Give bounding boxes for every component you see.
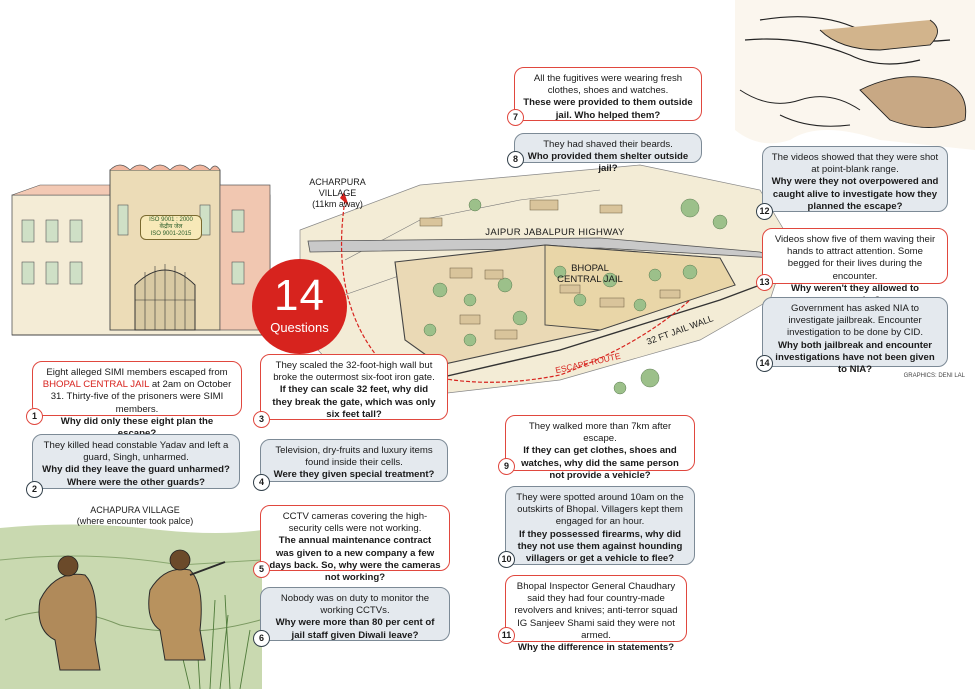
badge-number: 14 xyxy=(274,271,325,320)
question-number-5: 5 xyxy=(253,561,270,578)
graphics-credit: GRAPHICS: DENI LAL xyxy=(903,373,965,379)
question-8-question: Who provided them shelter outside jail? xyxy=(527,151,689,175)
question-card-5: CCTV cameras covering the high-security … xyxy=(260,505,450,583)
map-label-jail-line-1: BHOPAL xyxy=(571,263,609,274)
question-card-7: All the fugitives were wearing fresh clo… xyxy=(514,67,702,121)
question-4-text: Television, dry-fruits and luxury items … xyxy=(275,445,433,469)
question-number-12: 12 xyxy=(756,203,773,220)
question-card-10: They were spotted around 10am on the out… xyxy=(505,486,695,565)
question-card-2: They killed head constable Yadav and lef… xyxy=(32,434,240,489)
question-9-question: If they can get clothes, shoes and watch… xyxy=(521,445,679,481)
gate-sign-line-2: केंद्रीय जेल xyxy=(159,224,183,230)
question-11-text: Bhopal Inspector General Chaudhary said … xyxy=(514,581,678,641)
question-6-text: Nobody was on duty to monitor the workin… xyxy=(280,593,430,617)
question-number-13: 13 xyxy=(756,274,773,291)
question-card-1: Eight alleged SIMI members escaped from … xyxy=(32,361,242,439)
gate-sign-line-1: ISO 9001 : 2000 xyxy=(149,217,193,223)
question-14-text: Government has asked NIA to investigate … xyxy=(787,303,923,339)
question-10-question: If they possessed firearms, why did they… xyxy=(517,528,683,565)
question-5-text: CCTV cameras covering the high-security … xyxy=(282,511,428,535)
question-card-6: Nobody was on duty to monitor the workin… xyxy=(260,587,450,641)
question-1-text-b: at 2am on October 31. Thirty-five of the… xyxy=(50,379,232,415)
question-11-question: Why the difference in statements? xyxy=(517,642,675,654)
map-label-encounter-village: ACHAPURA VILLAGE (where encounter took p… xyxy=(65,505,205,527)
questions-badge: 14 Questions xyxy=(252,259,347,354)
question-number-3: 3 xyxy=(253,411,270,428)
question-3-question: If they can scale 32 feet, why did they … xyxy=(272,384,436,420)
encounter-field-illustration xyxy=(0,524,263,689)
question-number-2: 2 xyxy=(26,481,43,498)
question-13-text: Videos show five of them waving their ha… xyxy=(774,234,936,282)
question-7-question: These were provided to them outside jail… xyxy=(523,97,693,121)
question-card-13: Videos show five of them waving their ha… xyxy=(762,228,948,306)
question-number-8: 8 xyxy=(507,151,524,168)
question-12-question: Why were they not overpowered and caught… xyxy=(771,176,939,212)
question-7-text: All the fugitives were wearing fresh clo… xyxy=(533,73,683,97)
map-label-jail: BHOPAL CENTRAL JAIL xyxy=(550,263,630,285)
question-number-1: 1 xyxy=(26,408,43,425)
question-card-4: Television, dry-fruits and luxury items … xyxy=(260,439,448,482)
map-label-encounter-village-name: ACHAPURA VILLAGE xyxy=(90,505,180,515)
question-card-12: The videos showed that they were shot at… xyxy=(762,146,948,212)
question-number-10: 10 xyxy=(498,551,515,568)
jail-gate-sign: ISO 9001 : 2000 केंद्रीय जेल ISO 9001-20… xyxy=(140,215,202,240)
question-8-text: They had shaved their beards. xyxy=(543,139,673,150)
question-10-text: They were spotted around 10am on the out… xyxy=(516,492,684,528)
question-card-9: They walked more than 7km after escape. … xyxy=(505,415,695,481)
jail-gate-illustration xyxy=(11,164,271,336)
question-9-text: They walked more than 7km after escape. xyxy=(528,421,672,445)
question-1-question: Why did only these eight plan the escape… xyxy=(60,415,214,439)
map-label-acharpura: ACHARPURA VILLAGE (11km away) xyxy=(290,177,385,210)
question-number-6: 6 xyxy=(253,630,270,647)
question-2-question: Why did they leave the guard unharmed? W… xyxy=(42,464,230,488)
question-14-question: Why both jailbreak and encounter investi… xyxy=(775,339,935,376)
question-number-9: 9 xyxy=(498,458,515,475)
question-number-7: 7 xyxy=(507,109,524,126)
question-3-text: They scaled the 32-foot-high wall but br… xyxy=(273,360,435,384)
question-number-11: 11 xyxy=(498,627,515,644)
aerial-map-illustration xyxy=(299,164,791,396)
question-card-8: They had shaved their beards. Who provid… xyxy=(514,133,702,174)
badge-word: Questions xyxy=(270,320,329,335)
question-4-question: Were they given special treatment? xyxy=(273,469,435,481)
question-card-3: They scaled the 32-foot-high wall but br… xyxy=(260,354,448,420)
question-card-11: Bhopal Inspector General Chaudhary said … xyxy=(505,575,687,653)
question-2-text: They killed head constable Yadav and lef… xyxy=(43,440,229,464)
map-label-encounter-village-sub: (where encounter took palce) xyxy=(76,516,194,526)
map-label-acharpura-distance: (11km away) xyxy=(312,199,363,209)
question-number-14: 14 xyxy=(756,355,773,372)
bodies-illustration xyxy=(735,0,975,150)
question-5-question: The annual maintenance contract was give… xyxy=(269,535,441,584)
question-card-14: Government has asked NIA to investigate … xyxy=(762,297,948,375)
gate-sign-line-3: ISO 9001-2015 xyxy=(150,231,192,237)
question-1-text-a: Eight alleged SIMI members escaped from xyxy=(46,367,228,378)
question-12-text: The videos showed that they were shot at… xyxy=(771,152,939,176)
map-label-highway: JAIPUR JABALPUR HIGHWAY xyxy=(485,227,625,238)
question-1-highlight: BHOPAL CENTRAL JAIL xyxy=(42,379,150,391)
question-number-4: 4 xyxy=(253,474,270,491)
question-6-question: Why were more than 80 per cent of jail s… xyxy=(275,617,435,641)
map-label-jail-line-2: CENTRAL JAIL xyxy=(557,274,623,285)
map-label-acharpura-name: ACHARPURA VILLAGE xyxy=(309,177,366,198)
